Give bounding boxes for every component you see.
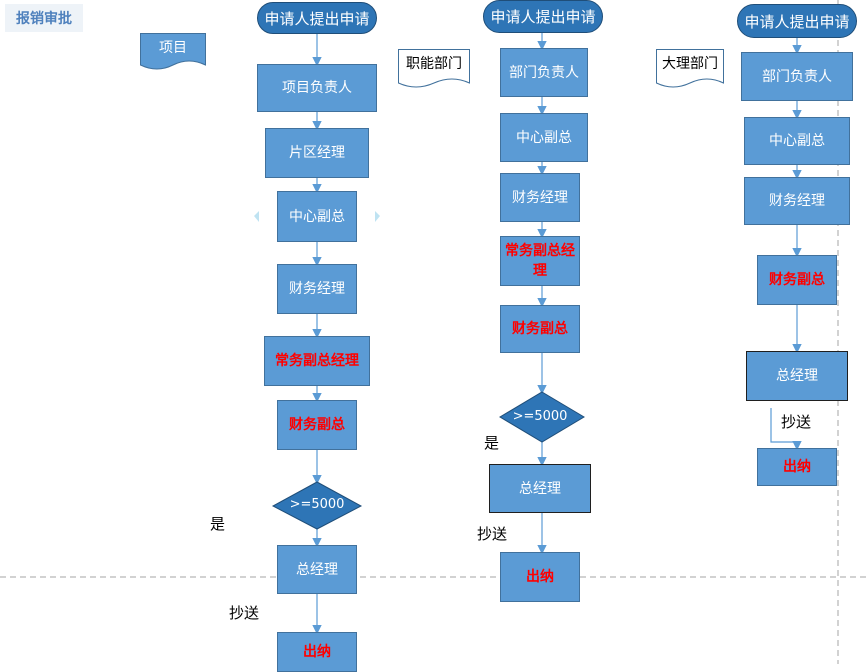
lane-label-dali-text: 大理部门 — [662, 56, 718, 72]
step-project-leader: 项目负责人 — [257, 64, 377, 112]
lane-label-functional: 职能部门 — [398, 49, 470, 91]
lane-label-project-text: 项目 — [159, 40, 187, 56]
yes-label-functional: 是 — [484, 434, 500, 452]
step-finance-manager-dali: 财务经理 — [744, 177, 850, 225]
step-finance-manager-functional: 财务经理 — [500, 173, 580, 222]
step-department-head-functional: 部门负责人 — [500, 48, 588, 97]
step-center-vp-dali: 中心副总 — [744, 117, 850, 165]
step-general-manager-functional: 总经理 — [489, 464, 591, 513]
page-title: 报销审批 — [5, 4, 83, 32]
decision-label-project: >=5000 — [289, 497, 345, 512]
step-cashier-functional: 出纳 — [500, 552, 580, 602]
step-cashier-project: 出纳 — [277, 632, 357, 672]
step-general-manager-dali: 总经理 — [746, 351, 848, 401]
start-node-project: 申请人提出申请 — [257, 2, 377, 34]
step-center-vp-functional: 中心副总 — [500, 113, 588, 162]
step-cashier-dali: 出纳 — [757, 448, 837, 486]
dali-lane-arrows — [770, 38, 802, 451]
step-executive-vp-gm-functional: 常务副总经理 — [500, 236, 580, 286]
right-handle-icon — [375, 211, 380, 222]
step-center-vp: 中心副总 — [277, 191, 357, 242]
lane-label-dali: 大理部门 — [656, 49, 724, 91]
step-executive-vp-gm: 常务副总经理 — [264, 336, 370, 386]
step-finance-vp-dali: 财务副总 — [757, 255, 837, 305]
decision-diamond-functional — [499, 391, 585, 443]
cc-label-functional: 抄送 — [477, 525, 508, 543]
step-department-head-dali: 部门负责人 — [741, 52, 853, 101]
step-finance-vp: 财务副总 — [277, 400, 357, 450]
cc-label-dali: 抄送 — [781, 413, 812, 431]
left-handle-icon — [254, 211, 259, 222]
decision-diamond-project — [271, 481, 363, 530]
step-general-manager-project: 总经理 — [277, 545, 357, 594]
step-finance-vp-functional: 财务副总 — [500, 305, 580, 353]
lane-label-project: 项目 — [140, 33, 206, 71]
start-node-dali: 申请人提出申请 — [737, 4, 857, 38]
cc-label-project: 抄送 — [229, 604, 260, 622]
decision-label-functional: >=5000 — [512, 409, 568, 424]
lane-label-functional-text: 职能部门 — [406, 56, 462, 72]
step-area-manager: 片区经理 — [265, 128, 369, 178]
step-finance-manager: 财务经理 — [277, 264, 357, 314]
yes-label-project: 是 — [210, 515, 226, 533]
start-node-functional: 申请人提出申请 — [483, 0, 603, 33]
